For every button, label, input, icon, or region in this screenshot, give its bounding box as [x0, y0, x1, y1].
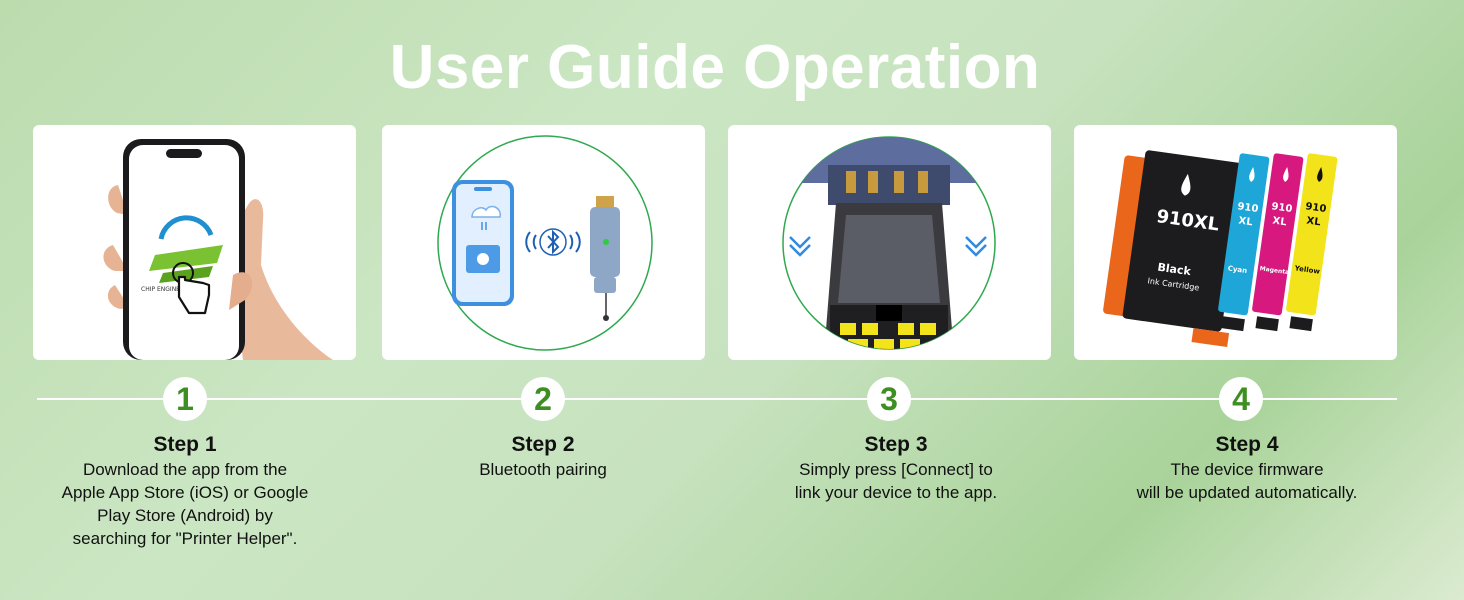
cyan-model: 910	[1237, 201, 1259, 215]
step-2-heading: Step 2	[511, 433, 575, 456]
step-4-heading: Step 4	[1215, 433, 1279, 456]
magenta-label: Magenta	[1259, 265, 1289, 276]
step-3-image	[728, 125, 1051, 360]
step-3-number: 3	[867, 377, 911, 421]
page-title: User Guide Operation	[389, 33, 1041, 102]
step-2-number: 2	[521, 377, 565, 421]
magenta-size: XL	[1272, 216, 1288, 229]
magenta-model: 910	[1271, 201, 1293, 215]
yellow-model: 910	[1305, 201, 1327, 215]
svg-text:CHIP ENGINE: CHIP ENGINE	[141, 286, 180, 293]
black-label: Black	[1157, 261, 1193, 279]
step-3-heading: Step 3	[864, 433, 928, 456]
cyan-label: Cyan	[1227, 264, 1247, 275]
cyan-size: XL	[1238, 216, 1254, 229]
step-4-description: The device firmware will be updated auto…	[1136, 460, 1358, 502]
step-3-description: Simply press [Connect] to link your devi…	[794, 460, 998, 502]
step-1-heading: Step 1	[153, 433, 217, 456]
step-1-image: CHIP ENGINE	[33, 125, 356, 360]
yellow-label: Yellow	[1293, 264, 1321, 276]
step-1-number: 1	[163, 377, 207, 421]
timeline-line	[37, 398, 1397, 400]
step-2-text: Step 2 Bluetooth pairing	[373, 432, 713, 481]
yellow-size: XL	[1306, 216, 1322, 229]
step-2-description: Bluetooth pairing	[479, 460, 607, 479]
step-4-text: Step 4 The device firmware will be updat…	[1077, 432, 1417, 504]
step-1-text: Step 1 Download the app from the Apple A…	[15, 432, 355, 550]
step-4-number: 4	[1219, 377, 1263, 421]
step-1-description: Download the app from the Apple App Stor…	[61, 460, 309, 548]
step-2-image	[382, 125, 705, 360]
step-3-text: Step 3 Simply press [Connect] to link yo…	[726, 432, 1066, 504]
step-4-image: 910XL Black Ink Cartridge 910 XL Cyan 91…	[1074, 125, 1397, 360]
